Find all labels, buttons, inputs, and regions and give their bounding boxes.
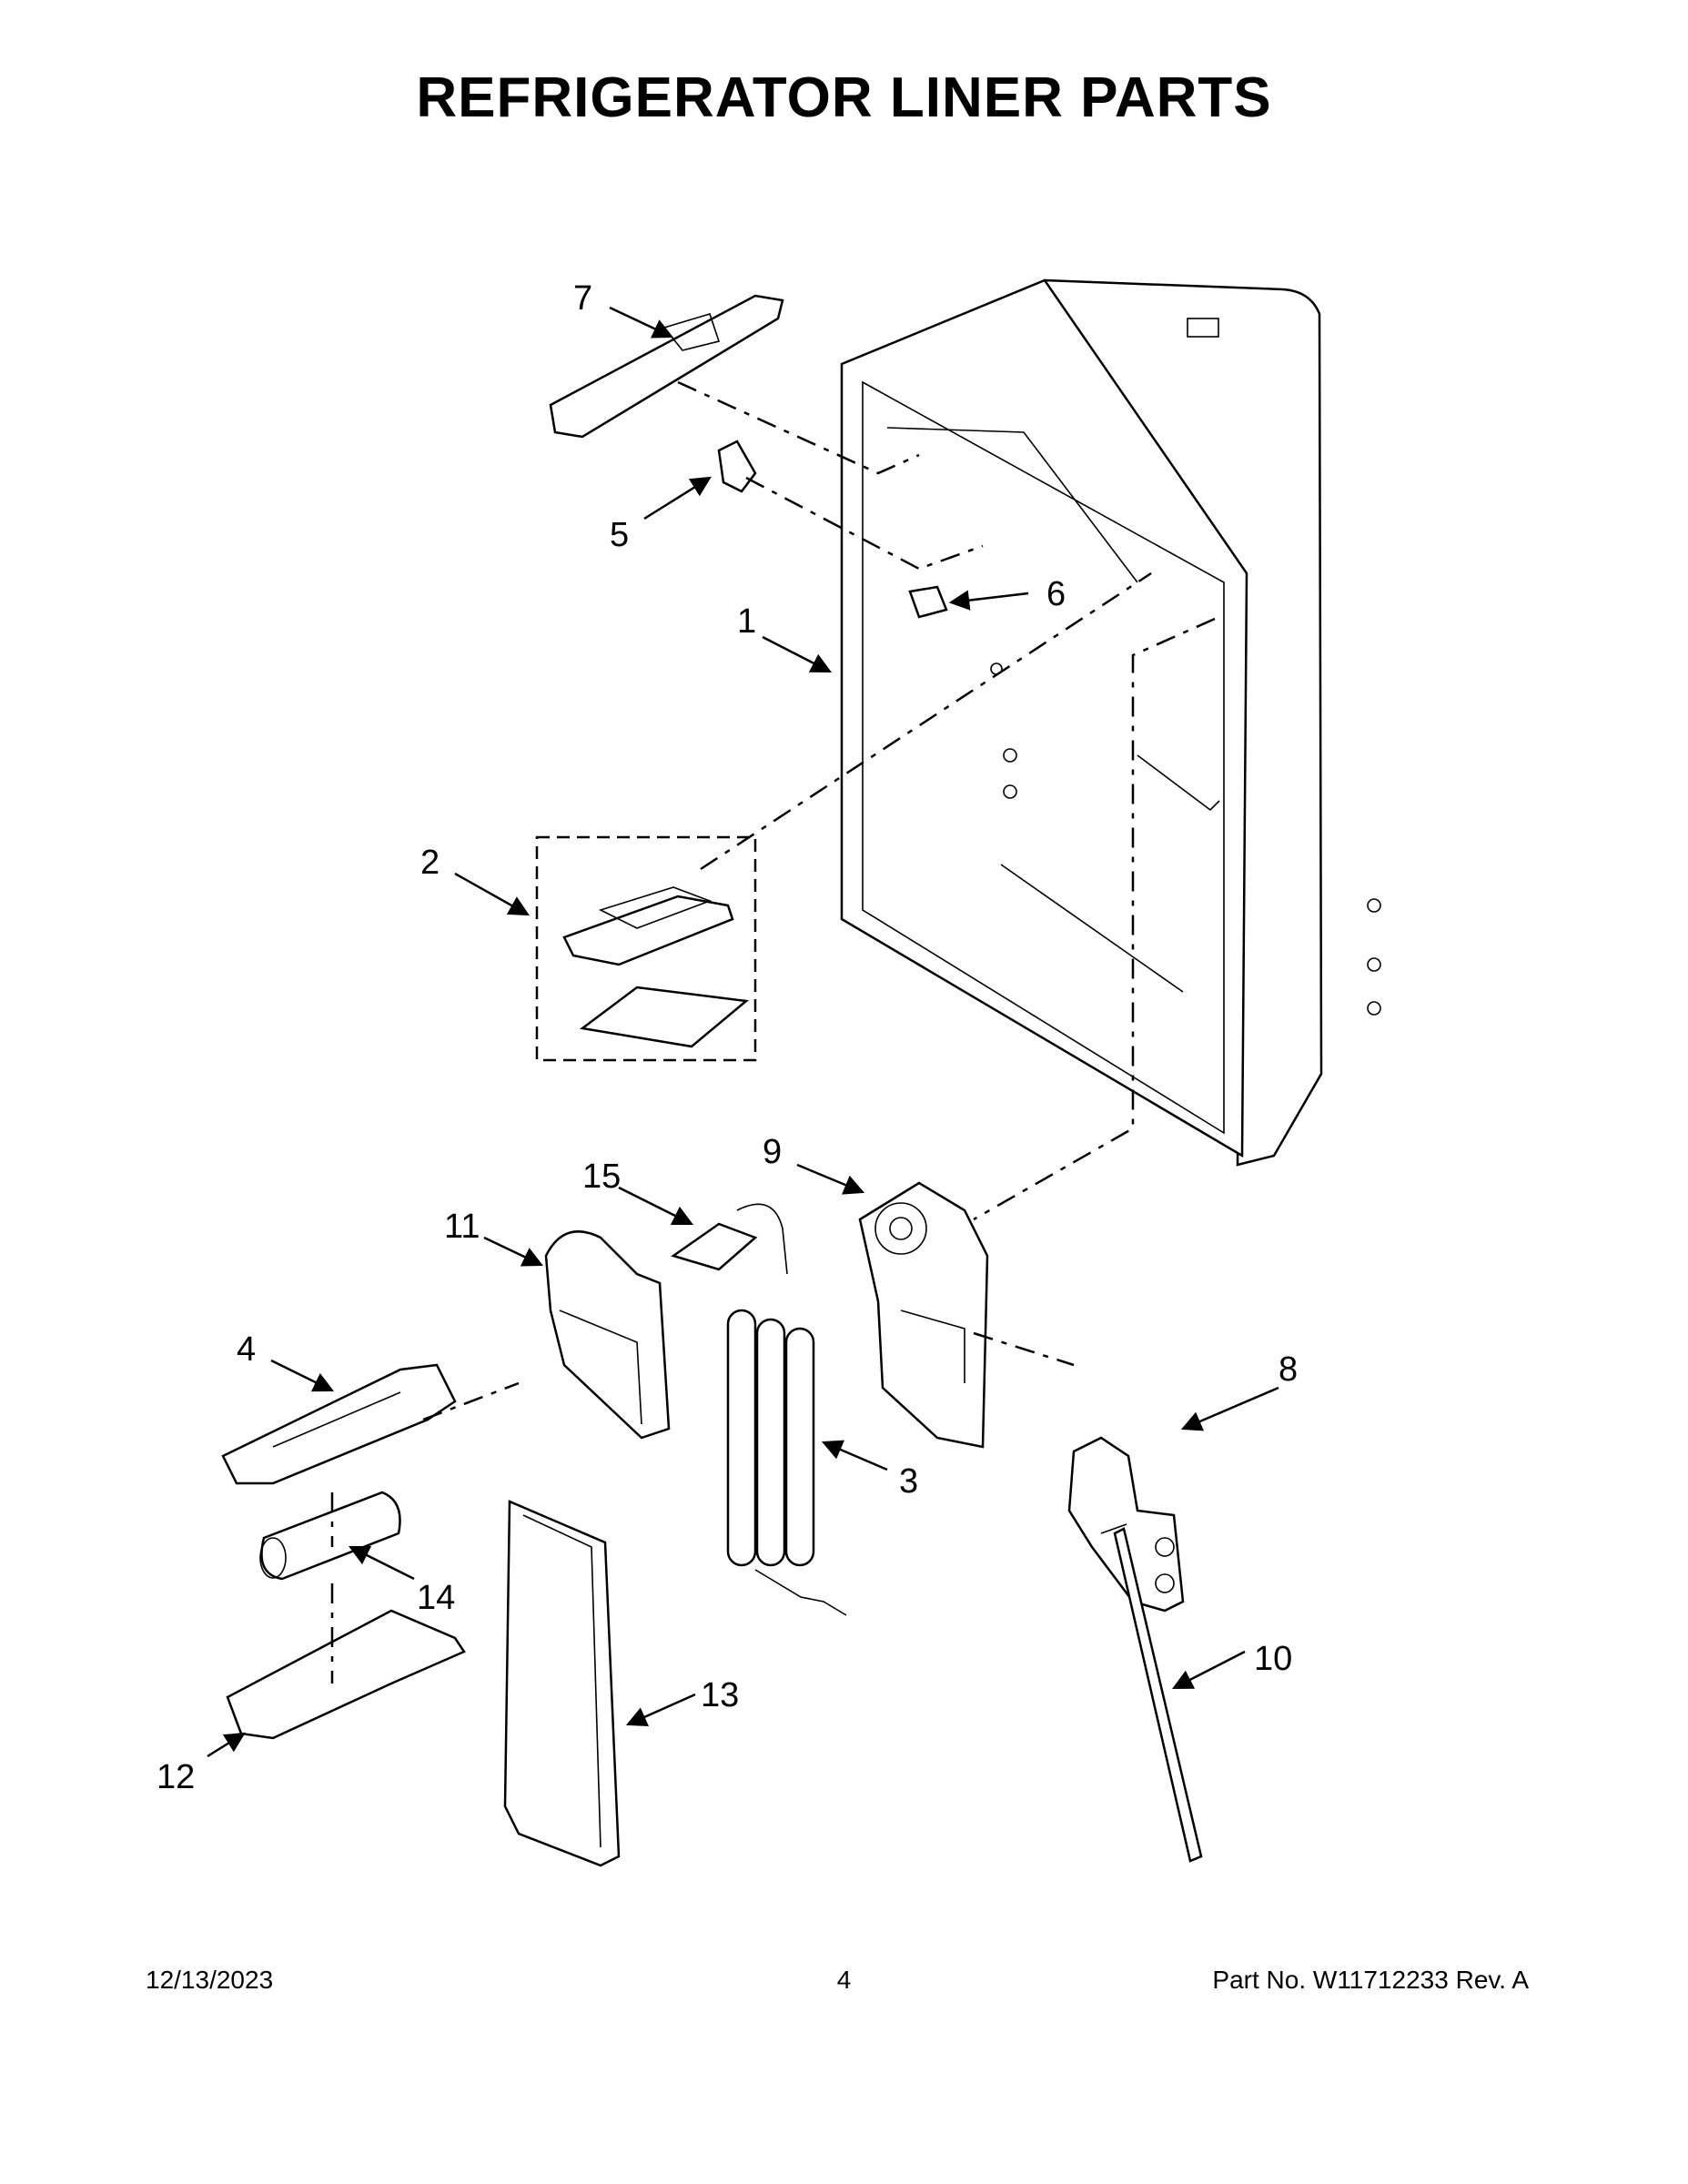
part-13 [503, 1500, 621, 1867]
part-5 [717, 440, 757, 493]
part-15 [671, 1203, 788, 1275]
callout-14: 14 [417, 1579, 455, 1617]
callout-1: 1 [737, 602, 756, 641]
footer-date: 12/13/2023 [146, 1966, 274, 1994]
part-12 [226, 1609, 466, 1740]
page-title: REFRIGERATOR LINER PARTS [416, 66, 1272, 129]
footer-part-number: Part No. W11712233 Rev. A [1212, 1966, 1529, 1994]
callout-11: 11 [444, 1208, 480, 1246]
callout-arrows [207, 306, 1279, 1758]
callout-7: 7 [573, 279, 592, 318]
part-14 [259, 1491, 401, 1581]
callout-10: 10 [1254, 1640, 1292, 1678]
part-11 [544, 1230, 671, 1440]
callout-3: 3 [899, 1462, 918, 1501]
part-2-assembly [535, 835, 757, 1062]
callout-12: 12 [157, 1758, 195, 1796]
part-9 [858, 1181, 989, 1449]
part-1-liner [840, 278, 1381, 1167]
callout-8: 8 [1279, 1350, 1298, 1389]
callout-4: 4 [237, 1330, 256, 1369]
part-4 [221, 1363, 457, 1485]
leader-lines [330, 380, 1216, 1684]
part-10 [1100, 1523, 1203, 1863]
callout-2: 2 [420, 844, 440, 882]
part-7 [549, 294, 784, 439]
footer-page-number: 4 [836, 1966, 852, 1994]
callout-13: 13 [701, 1676, 739, 1714]
callout-9: 9 [763, 1133, 782, 1171]
callout-6: 6 [1046, 575, 1066, 613]
callout-5: 5 [610, 516, 629, 554]
part-6 [908, 585, 948, 619]
callout-15: 15 [582, 1158, 621, 1196]
part-3 [726, 1309, 847, 1616]
callout-numbers: 7 5 6 1 2 9 15 11 4 8 3 14 10 13 12 [157, 279, 1298, 1796]
